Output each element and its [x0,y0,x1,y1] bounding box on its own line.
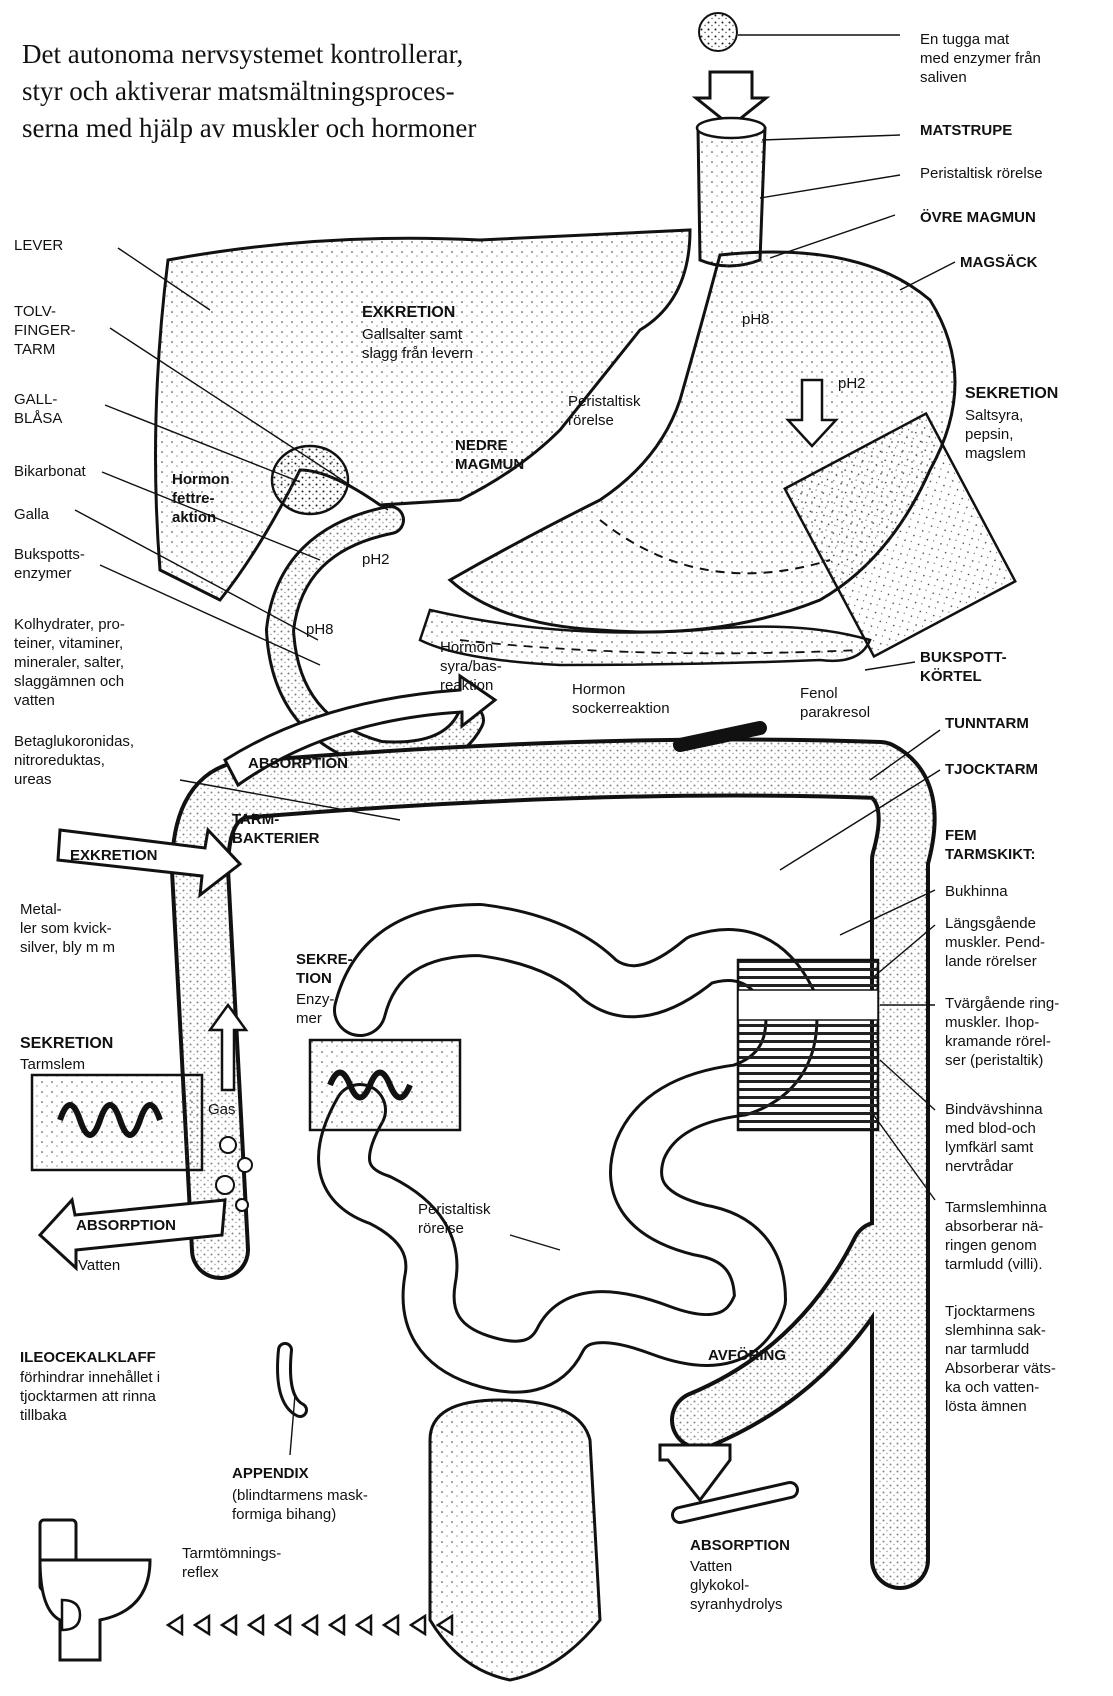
label-lower-sphincter: NEDRE MAGMUN [455,436,524,474]
villi-section-mucus [32,1075,202,1170]
intro-line: Det autonoma nervsystemet kontrollerar, [22,36,582,73]
label-bile: Galla [14,505,49,524]
label-upper-sphincter: ÖVRE MAGMUN [920,208,1036,227]
gallbladder [272,446,348,514]
label-gut-bacteria: TARM- BAKTERIER [232,810,320,848]
intro-text: Det autonoma nervsystemet kontrollerar, … [22,36,582,147]
label-hormone-fat: Hormon fettre- aktion [172,470,230,527]
label-appendix-body: (blindtarmens mask- formiga bihang) [232,1486,368,1524]
label-layer-5: Tarmslemhinna absorberar nä- ringen geno… [945,1198,1047,1274]
reflex-arrowheads [168,1616,452,1634]
label-ph2-stomach: pH2 [838,374,866,393]
label-metals: Metal- ler som kvick- silver, bly m m [20,900,115,957]
label-stool: AVFÖRING [708,1346,786,1365]
label-absorption-arc: ABSORPTION [248,754,348,773]
label-secretion-mucus-title: SEKRETION [20,1034,113,1054]
rectum [430,1400,600,1680]
label-ileocecal-title: ILEOCEKALKLAFF [20,1348,156,1367]
esophagus [698,122,765,266]
label-hormone-sugar: Hormon sockerreaktion [572,680,670,718]
intro-line: styr och aktiverar matsmältningsproces- [22,73,582,110]
label-esophagus: MATSTRUPE [920,121,1012,140]
label-liver: LEVER [14,236,63,255]
label-duodenum: TOLV- FINGER- TARM [14,302,76,359]
label-peristalsis-low: Peristaltisk rörelse [418,1200,491,1238]
label-ph8-stomach: pH8 [742,310,770,329]
label-layer-3: Tvärgående ring- muskler. Ihop- kramande… [945,994,1059,1070]
stool-arrow [660,1445,730,1500]
label-gas: Gas [208,1100,236,1119]
toilet-icon [40,1520,150,1660]
label-pancreas: BUKSPOTT- KÖRTEL [920,648,1007,686]
label-layer-1: Bukhinna [945,882,1008,901]
label-excretion-liver-body: Gallsalter samt slagg från levern [362,325,473,363]
label-bite: En tugga mat med enzymer från saliven [920,30,1041,87]
label-phenol: Fenol parakresol [800,684,870,722]
label-layer-4: Bindvävshinna med blod-och lymfkärl samt… [945,1100,1043,1176]
label-secretion-enzymes-title: SEKRE- TION [296,950,353,988]
label-appendix-title: APPENDIX [232,1464,309,1483]
label-pancreatic-enzymes: Bukspotts- enzymer [14,545,85,583]
label-stomach-secretion-title: SEKRETION [965,384,1058,404]
label-small-intestine: TUNNTARM [945,714,1029,733]
label-colon-mucosa: Tjocktarmens slemhinna sak- nar tarmludd… [945,1302,1056,1416]
label-ph8-duodenum: pH8 [306,620,334,639]
label-defecation-reflex: Tarmtömnings- reflex [182,1544,281,1582]
label-excretion-liver-title: EXKRETION [362,303,455,323]
label-ph2-duodenum: pH2 [362,550,390,569]
label-absorption-bottom-body: Vatten glykokol- syranhydrolys [690,1557,783,1614]
label-secretion-mucus-body: Tarmslem [20,1055,85,1074]
label-absorption-bottom-title: ABSORPTION [690,1536,790,1555]
label-stomach: MAGSÄCK [960,253,1038,272]
label-gallbladder: GALL- BLÅSA [14,390,62,428]
label-large-intestine: TJOCKTARM [945,760,1038,779]
label-nutrients: Kolhydrater, pro- teiner, vitaminer, min… [14,615,125,710]
intestine-wall-layers [738,960,878,1130]
label-layer-2: Längsgående muskler. Pend- lande rörelse… [945,914,1045,971]
label-peristalsis-top: Peristaltisk rörelse [920,164,1043,183]
label-excretion-arrow: EXKRETION [70,846,158,865]
label-secretion-enzymes-body: Enzy- mer [296,990,334,1028]
label-hormone-acid: Hormon syra/bas- reaktion [440,638,502,695]
label-stomach-secretion-body: Saltsyra, pepsin, magslem [965,406,1026,463]
label-water: Vatten [78,1256,120,1275]
label-ileocecal-body: förhindrar innehållet i tjocktarmen att … [20,1368,160,1425]
intro-line: serna med hjälp av muskler och hormoner [22,110,582,147]
food-bite [699,13,900,51]
label-five-layers: FEM TARMSKIKT: [945,826,1036,864]
label-enzymes-list: Betaglukoronidas, nitroreduktas, ureas [14,732,134,789]
label-bicarbonate: Bikarbonat [14,462,86,481]
label-peristalsis-mid: Peristaltisk rörelse [568,392,641,430]
label-absorption-water-arrow: ABSORPTION [76,1216,176,1235]
